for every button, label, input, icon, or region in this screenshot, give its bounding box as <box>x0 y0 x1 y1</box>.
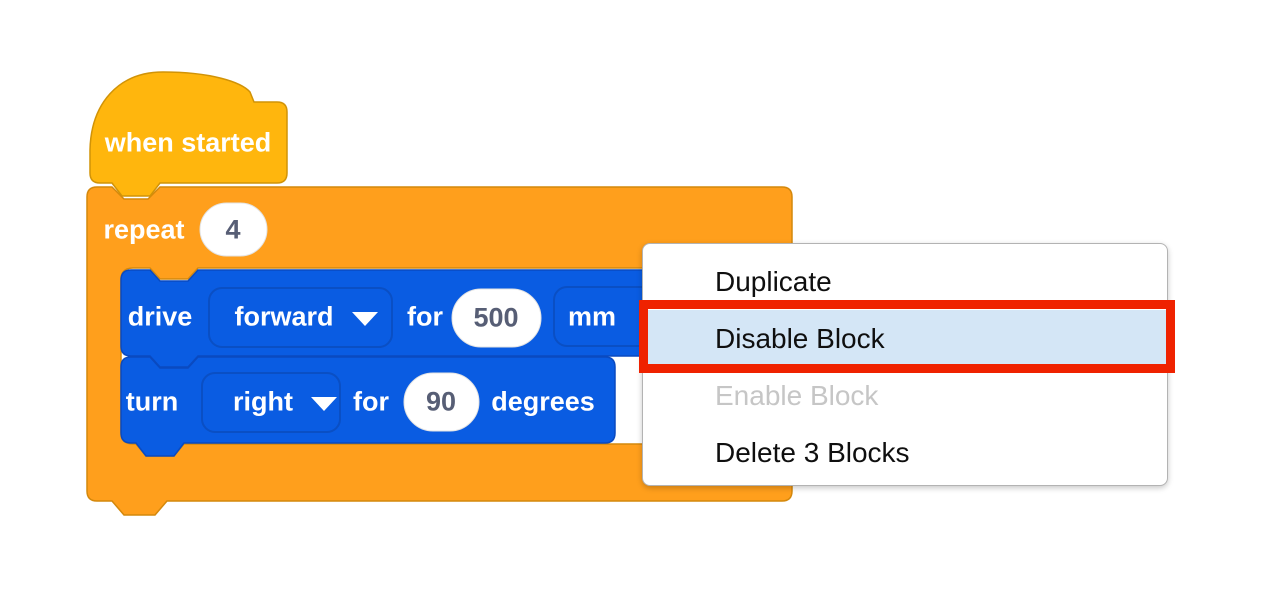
menu-item-enable-block[interactable]: Enable Block <box>715 380 879 411</box>
repeat-count-input[interactable] <box>199 202 268 257</box>
turn-angle-value[interactable]: 90 <box>425 386 457 417</box>
when-started-block-shape[interactable] <box>89 71 288 197</box>
chevron-down-icon <box>311 397 337 411</box>
turn-block-shape[interactable] <box>120 356 616 457</box>
drive-direction-dropdown[interactable] <box>208 287 393 348</box>
menu-item-disable-block[interactable]: Disable Block <box>643 310 1167 367</box>
turn-angle-input[interactable] <box>403 372 480 432</box>
repeat-count-value[interactable]: 4 <box>225 214 241 245</box>
chevron-down-icon <box>352 312 378 326</box>
menu-item-delete-blocks[interactable]: Delete 3 Blocks <box>715 437 910 468</box>
drive-distance-input[interactable] <box>451 288 542 348</box>
menu-item-duplicate[interactable]: Duplicate <box>715 266 832 297</box>
context-menu: Duplicate Disable Block Enable Block Del… <box>642 243 1168 486</box>
turn-direction-dropdown[interactable] <box>201 372 341 433</box>
drive-distance-value[interactable]: 500 <box>473 302 519 333</box>
